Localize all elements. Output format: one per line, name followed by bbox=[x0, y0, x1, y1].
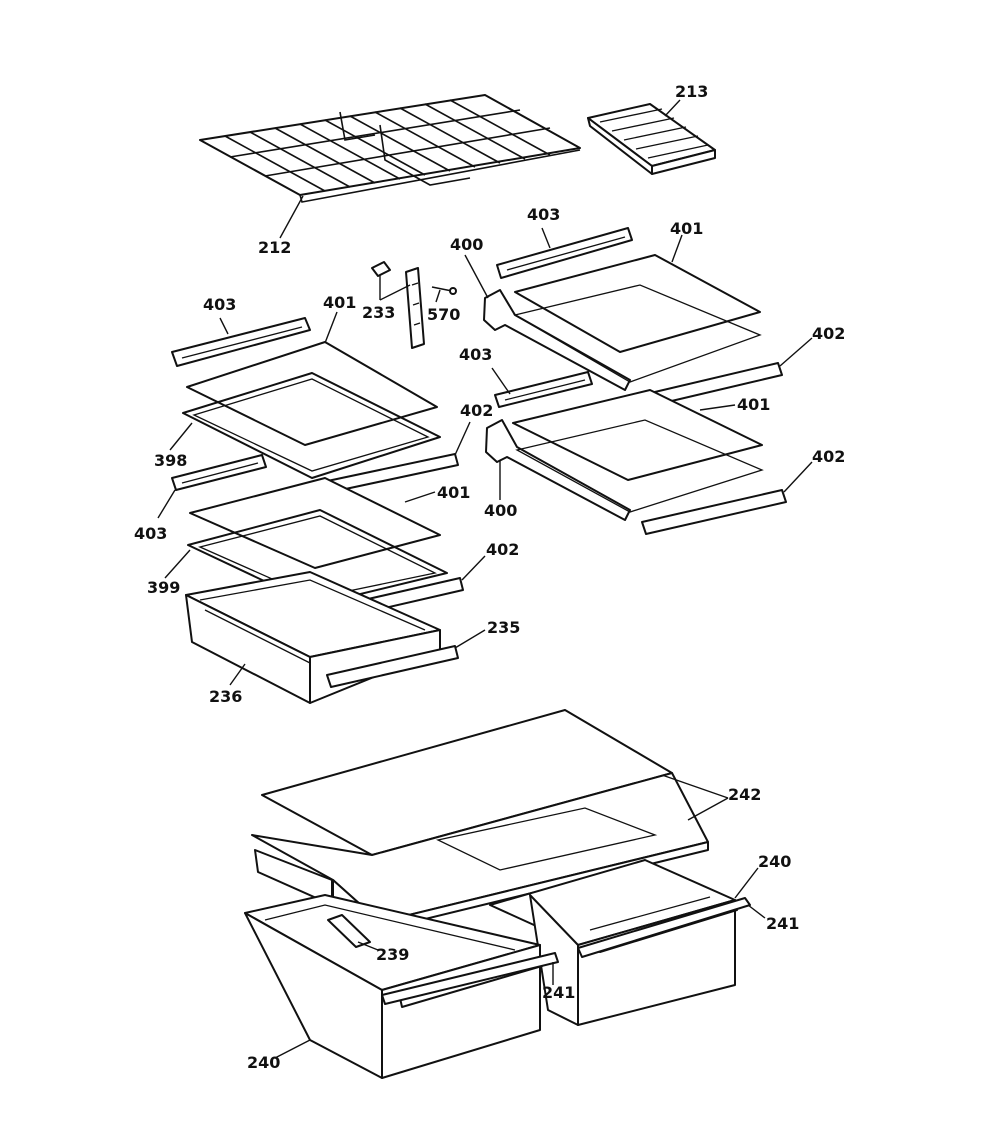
label-236: 236 bbox=[209, 687, 242, 706]
rail-235 bbox=[326, 645, 459, 688]
label-403-a: 403 bbox=[203, 295, 236, 314]
label-402-c: 402 bbox=[486, 540, 519, 559]
label-240-b: 240 bbox=[247, 1053, 280, 1072]
label-401-c: 401 bbox=[737, 395, 770, 414]
label-400-b: 400 bbox=[484, 501, 517, 520]
rail-403-right-top bbox=[496, 227, 633, 279]
label-402-a: 402 bbox=[460, 401, 493, 420]
label-233: 233 bbox=[362, 303, 395, 322]
glass-shelf-401-left-top bbox=[186, 341, 438, 446]
glass-shelf-401-right-lower bbox=[512, 389, 763, 481]
shelf-frame-398 bbox=[182, 372, 441, 479]
shelf-bracket-400-lower bbox=[485, 419, 631, 521]
glass-shelf-401-right-top bbox=[514, 254, 761, 353]
label-401-d: 401 bbox=[437, 483, 470, 502]
label-239: 239 bbox=[376, 945, 409, 964]
label-242: 242 bbox=[728, 785, 761, 804]
drawer-handle-241-left bbox=[381, 952, 559, 1005]
rail-403-left-lower bbox=[171, 454, 267, 491]
label-235: 235 bbox=[487, 618, 520, 637]
label-212: 212 bbox=[258, 238, 291, 257]
label-399: 399 bbox=[147, 578, 180, 597]
label-398: 398 bbox=[154, 451, 187, 470]
rail-403-left-top bbox=[171, 317, 311, 367]
label-401-b: 401 bbox=[670, 219, 703, 238]
drawer-handle-241-right bbox=[577, 897, 751, 958]
label-403-c: 403 bbox=[459, 345, 492, 364]
rail-403-right-mid bbox=[494, 371, 593, 408]
label-241-b: 241 bbox=[542, 983, 575, 1002]
wire-shelf-212 bbox=[199, 94, 581, 203]
label-403-b: 403 bbox=[527, 205, 560, 224]
shelf-frame-right-lower bbox=[515, 419, 764, 513]
label-402-d: 402 bbox=[812, 447, 845, 466]
label-213: 213 bbox=[675, 82, 708, 101]
shelf-support-233 bbox=[371, 261, 457, 349]
label-241-a: 241 bbox=[766, 914, 799, 933]
label-570: 570 bbox=[427, 305, 460, 324]
rail-402-right-lower bbox=[641, 489, 787, 535]
shelf-frame-right-top bbox=[513, 284, 762, 383]
glass-shelf-401-left-lower bbox=[189, 477, 441, 569]
support-bar-239 bbox=[327, 914, 371, 948]
ice-tray-213 bbox=[587, 103, 716, 175]
label-400-a: 400 bbox=[450, 235, 483, 254]
label-401-a: 401 bbox=[323, 293, 356, 312]
label-403-d: 403 bbox=[134, 524, 167, 543]
label-240-a: 240 bbox=[758, 852, 791, 871]
label-402-b: 402 bbox=[812, 324, 845, 343]
